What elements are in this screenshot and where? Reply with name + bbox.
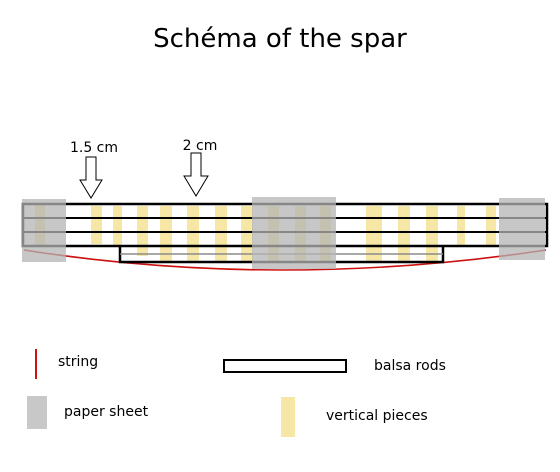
paper-sheet: [252, 197, 336, 269]
paper-sheets-group: [22, 197, 545, 269]
legend-vertical-pieces-swatch: [281, 397, 295, 437]
vertical-piece: [215, 206, 227, 262]
down-arrow-icon: [79, 156, 103, 199]
vertical-piece: [486, 206, 496, 246]
vertical-piece: [241, 206, 253, 262]
diagram-title: Schéma of the spar: [153, 24, 407, 54]
legend-paper-sheet-label: paper sheet: [64, 404, 149, 420]
vertical-piece: [160, 206, 172, 262]
vertical-piece: [426, 206, 438, 262]
legend-paper-sheet-swatch: [27, 396, 47, 429]
paper-sheet: [22, 199, 66, 262]
vertical-piece: [457, 206, 465, 246]
legend-string-label: string: [58, 354, 98, 370]
down-arrow-icon: [183, 152, 209, 197]
vertical-piece: [398, 206, 410, 262]
vertical-piece: [91, 206, 102, 244]
vertical-piece: [366, 206, 382, 262]
vertical-piece: [187, 206, 199, 262]
paper-sheet: [499, 198, 545, 260]
legend-vertical-pieces-label: vertical pieces: [326, 408, 428, 424]
string-line: [23, 249, 547, 271]
dimension-label-1-5cm: 1.5 cm: [70, 140, 118, 156]
legend-balsa-rods-swatch: [223, 359, 347, 373]
vertical-piece: [113, 206, 122, 246]
dimension-label-2cm: 2 cm: [183, 138, 218, 154]
legend-balsa-rods-label: balsa rods: [374, 358, 446, 374]
